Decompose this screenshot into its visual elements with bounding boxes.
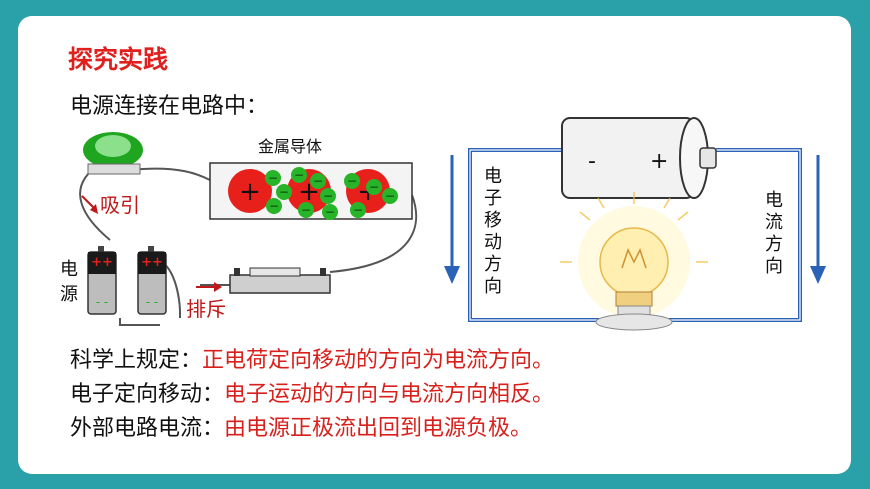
rule-value: 电子运动的方向与电流方向相反。 [224, 382, 555, 407]
content-card [18, 16, 851, 474]
svg-text:子: 子 [484, 188, 502, 209]
electron-symbol: − [323, 189, 333, 203]
electron-group: −−−−−−−−−−−− [265, 167, 398, 220]
svg-text:电: 电 [484, 166, 502, 187]
svg-text:电: 电 [765, 190, 783, 211]
electron-symbol: − [279, 185, 289, 199]
rule-line: 科学上规定：正电荷定向移动的方向为电流方向。 [70, 342, 554, 374]
svg-text:方: 方 [765, 234, 783, 255]
current-direction-arrow [810, 155, 826, 284]
electron-symbol: − [301, 203, 311, 217]
intro-text: 电源连接在电路中： [70, 94, 269, 119]
battery-minus: - - [96, 295, 108, 309]
electron-symbol: − [347, 174, 357, 188]
rule-line: 外部电路电流：由电源正极流出回到电源负极。 [70, 410, 532, 442]
battery-label: 电 [60, 259, 78, 280]
svg-text:动: 动 [484, 232, 502, 253]
battery-plus: ++ [91, 255, 113, 270]
rule-value: 由电源正极流出回到电源负极。 [224, 416, 533, 441]
page-title: 探究实践 [68, 45, 169, 74]
electron-direction-arrow [444, 155, 460, 284]
electron-symbol: − [294, 168, 304, 182]
battery-plus-sign: + [650, 149, 668, 174]
rule-key: 外部电路电流： [70, 416, 225, 441]
current-direction-label: 电 流 方 向 [765, 190, 783, 277]
svg-text:向: 向 [765, 256, 783, 277]
light-bulb-icon [560, 192, 708, 331]
ion-symbol: + [239, 177, 261, 207]
electron-symbol: − [269, 199, 279, 213]
rule-line: 电子定向移动：电子运动的方向与电流方向相反。 [70, 376, 554, 408]
electron-symbol: − [369, 180, 379, 194]
svg-text:向: 向 [484, 276, 502, 297]
battery-right [137, 246, 167, 315]
electron-symbol: − [353, 203, 363, 217]
battery-cylinder [561, 117, 717, 199]
electron-symbol: − [268, 171, 278, 185]
battery-left [87, 246, 117, 315]
rule-value: 正电荷定向移动的方向为电流方向。 [202, 348, 555, 373]
repel-label: 排斥 [186, 297, 226, 321]
rule-key: 科学上规定： [70, 348, 203, 373]
battery-minus-sign: - [588, 149, 596, 174]
electron-direction-label: 电 子 移 动 方 向 [484, 166, 502, 297]
conductor-label: 金属导体 [258, 137, 322, 156]
attract-label: 吸引 [100, 193, 140, 217]
electron-symbol: − [385, 189, 395, 203]
svg-text:移: 移 [484, 210, 502, 231]
battery-plus: ++ [141, 255, 163, 270]
svg-text:流: 流 [765, 212, 783, 233]
battery-label: 源 [60, 284, 78, 305]
rule-key: 电子定向移动： [70, 382, 225, 407]
svg-text:方: 方 [484, 254, 502, 275]
battery-minus: - - [146, 295, 158, 309]
electron-symbol: − [325, 205, 335, 219]
electron-symbol: − [313, 174, 323, 188]
